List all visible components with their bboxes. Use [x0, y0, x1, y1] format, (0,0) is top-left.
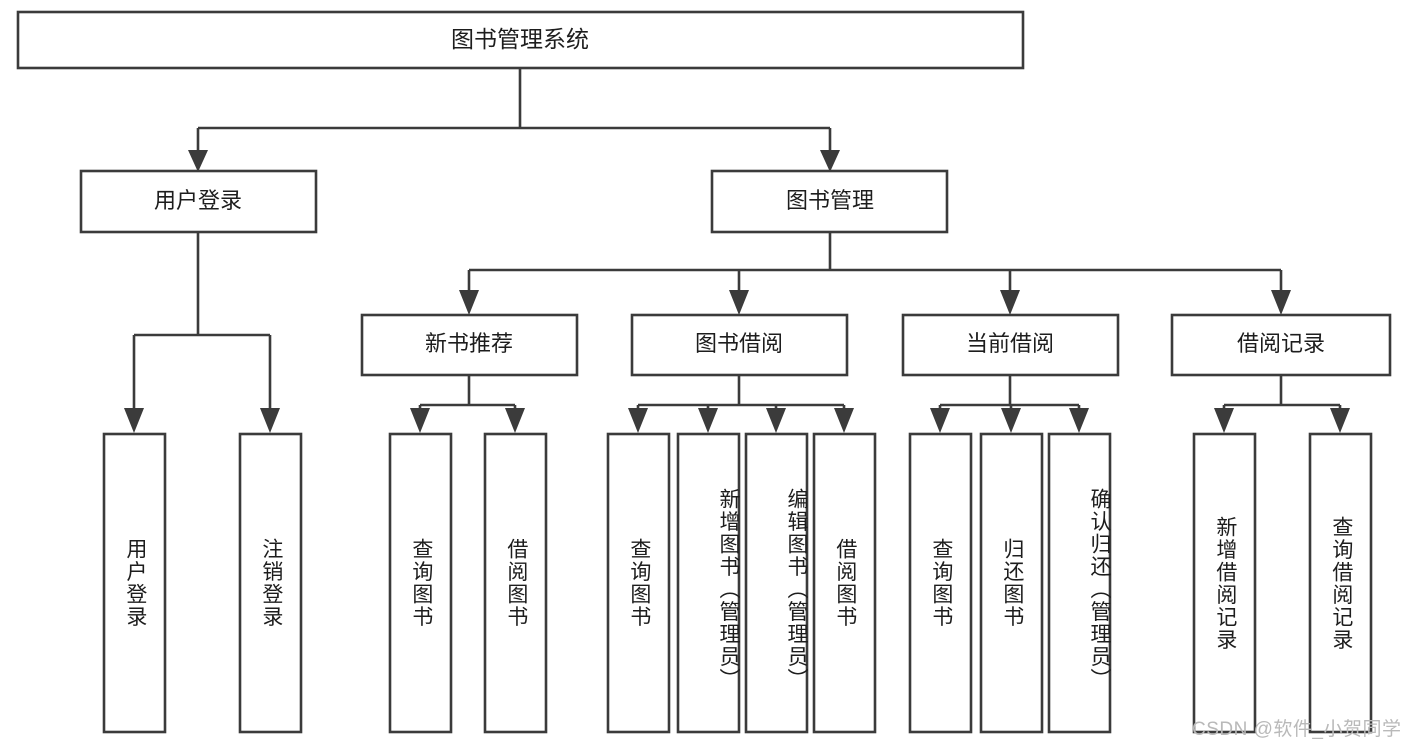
arrow-borrow-to-leaf4 — [834, 408, 854, 433]
arrow-bookmanage-to-new — [459, 290, 479, 315]
arrow-new-to-leaf1 — [410, 408, 430, 433]
node-current-borrow-box[interactable] — [901, 313, 1120, 377]
node-book-manage-box[interactable] — [710, 169, 949, 234]
leaf-box-borrow-1[interactable] — [606, 432, 671, 734]
arrow-current-to-leaf2 — [1001, 408, 1021, 433]
leaf-box-current-3[interactable] — [1047, 432, 1112, 734]
arrow-current-to-leaf1 — [930, 408, 950, 433]
arrow-root-to-book-manage — [820, 150, 840, 172]
node-root-label: 图书管理系统 — [451, 26, 589, 52]
node-user-login-label: 用户登录 — [154, 188, 242, 213]
node-borrow-record-label: 借阅记录 — [1237, 331, 1325, 356]
arrow-borrow-to-leaf3 — [766, 408, 786, 433]
leaf-box-user-login-2[interactable] — [238, 432, 303, 734]
arrow-borrow-to-leaf1 — [628, 408, 648, 433]
arrow-borrow-to-leaf2 — [698, 408, 718, 433]
csdn-watermark: CSDN @软件_小贺同学 — [1192, 719, 1402, 740]
leaf-box-current-2[interactable] — [979, 432, 1044, 734]
arrow-bookmanage-to-record — [1271, 290, 1291, 315]
arrow-current-to-leaf3 — [1069, 408, 1089, 433]
leaf-box-new-1[interactable] — [388, 432, 453, 734]
node-root-box[interactable] — [16, 10, 1025, 70]
node-current-borrow-label: 当前借阅 — [966, 331, 1054, 356]
node-new-book-recommend-label: 新书推荐 — [425, 331, 513, 356]
node-book-borrow-label: 图书借阅 — [695, 331, 783, 356]
arrow-new-to-leaf2 — [505, 408, 525, 433]
leaf-box-user-login-1[interactable] — [102, 432, 167, 734]
arrow-record-to-leaf2 — [1330, 408, 1350, 433]
node-book-borrow-box[interactable] — [630, 313, 849, 377]
leaf-box-record-2[interactable] — [1308, 432, 1373, 734]
node-borrow-record-box[interactable] — [1170, 313, 1392, 377]
arrow-record-to-leaf1 — [1214, 408, 1234, 433]
leaf-box-record-1[interactable] — [1192, 432, 1257, 734]
leaf-box-borrow-4[interactable] — [812, 432, 877, 734]
arrow-userlogin-to-leaf2 — [260, 408, 280, 433]
arrow-bookmanage-to-current — [1000, 290, 1020, 315]
leaf-box-current-1[interactable] — [908, 432, 973, 734]
leaf-box-borrow-2[interactable] — [676, 432, 741, 734]
node-user-login-box[interactable] — [79, 169, 318, 234]
leaf-box-borrow-3[interactable] — [744, 432, 809, 734]
node-book-manage-label: 图书管理 — [786, 188, 874, 213]
arrow-userlogin-to-leaf1 — [124, 408, 144, 433]
node-new-book-recommend-box[interactable] — [360, 313, 579, 377]
arrow-root-to-user-login — [188, 150, 208, 172]
leaf-box-new-2[interactable] — [483, 432, 548, 734]
arrow-bookmanage-to-borrow — [729, 290, 749, 315]
